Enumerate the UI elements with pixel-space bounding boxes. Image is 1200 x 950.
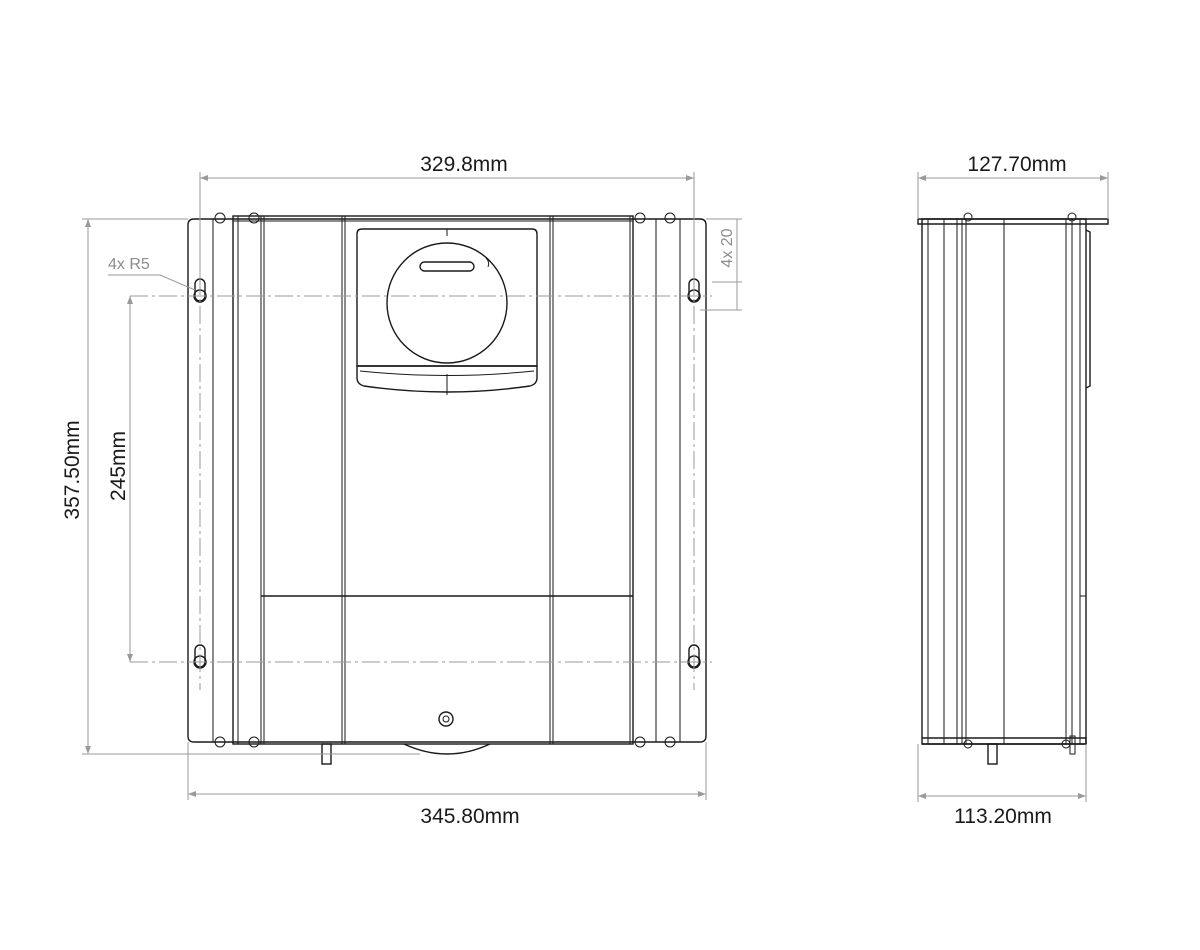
dim-height-arrow-top	[85, 219, 91, 227]
front-screw-outer	[438, 711, 454, 727]
label-side-depth-bottom: 113.20mm	[954, 805, 1052, 828]
front-centerlines	[130, 190, 712, 690]
stud-bottom-left-b	[248, 736, 260, 748]
label-top-width: 329.8mm	[420, 153, 508, 176]
stud-bottom-right-a	[634, 736, 646, 748]
keyhole-top-right	[688, 278, 700, 302]
dim-bottom-width-arrow-left	[188, 791, 196, 797]
stud-top-right-a	[634, 212, 646, 224]
side-stud-top-b	[1067, 212, 1077, 222]
side-rear-pin	[1069, 735, 1076, 755]
side-stud-top-a	[963, 212, 973, 222]
keyhole-bottom-left	[194, 644, 206, 668]
front-display-indicator-slot	[419, 261, 475, 272]
side-view	[917, 212, 1109, 765]
dim-top-width-arrow-right	[686, 175, 694, 181]
front-view	[130, 190, 712, 765]
dim-side-top-arrow-right	[1100, 175, 1108, 181]
dim-hole-spacing-arrow-top	[127, 296, 133, 304]
stud-top-left-a	[214, 212, 226, 224]
dim-radius-leader	[108, 274, 196, 291]
keyhole-top-left	[194, 278, 206, 302]
stud-bottom-left-a	[214, 736, 226, 748]
label-overall-height: 357.50mm	[61, 420, 84, 519]
dimension-lines	[82, 172, 1109, 802]
dim-side-bottom-arrow-right	[1078, 793, 1086, 799]
label-side-depth-top: 127.70mm	[967, 153, 1066, 176]
front-fixing-studs	[214, 212, 676, 748]
front-round-display	[386, 242, 508, 364]
stud-top-left-b	[248, 212, 260, 224]
side-cable-gland	[987, 743, 998, 765]
side-stud-bottom-a	[963, 739, 973, 749]
label-hole-spacing: 245mm	[107, 431, 130, 501]
dim-side-top-arrow-left	[918, 175, 926, 181]
front-bottom-bulge	[403, 743, 491, 755]
dimension-labels: 329.8mm 345.80mm 357.50mm 245mm 127.70mm…	[61, 153, 1067, 828]
stud-top-right-b	[664, 212, 676, 224]
side-display-bump	[1085, 229, 1091, 389]
dim-bottom-width-arrow-right	[698, 791, 706, 797]
front-housing	[232, 215, 634, 745]
dim-hole-spacing-arrow-bottom	[127, 654, 133, 662]
keyhole-bottom-right	[688, 644, 700, 668]
side-top-bracket	[917, 218, 1109, 225]
front-display-small-mark	[485, 257, 490, 268]
front-display-visor	[356, 365, 538, 393]
dim-side-bottom-arrow-left	[918, 793, 926, 799]
front-screw-inner	[442, 715, 450, 723]
stud-bottom-right-b	[664, 736, 676, 748]
label-bottom-width: 345.80mm	[420, 805, 519, 828]
dim-top-width-arrow-left	[200, 175, 208, 181]
front-mounting-plate	[187, 218, 707, 743]
front-display-recess	[356, 228, 538, 367]
dim-height-arrow-bottom	[85, 746, 91, 754]
label-hole-radius: 4x R5	[108, 256, 150, 273]
front-keyhole-slots	[193, 278, 701, 669]
label-hole-offset: 4x 20	[719, 228, 736, 267]
